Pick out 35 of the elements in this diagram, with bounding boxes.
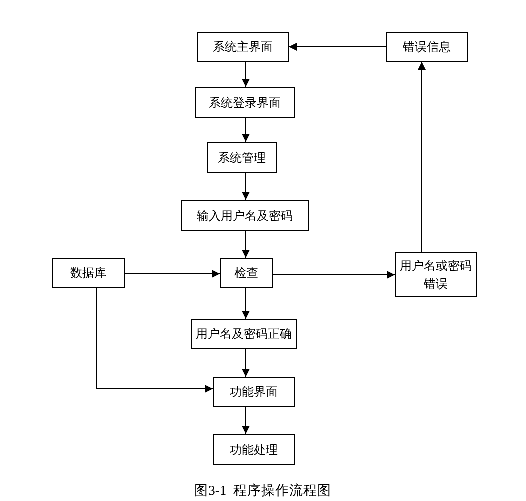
box-label: 错误信息 [402, 39, 452, 56]
box-label: 数据库 [70, 265, 108, 282]
process-box [213, 434, 295, 465]
arrow [242, 172, 250, 200]
box-label: 检查 [234, 265, 260, 282]
box-label: 功能处理 [229, 442, 279, 458]
arrow [242, 406, 250, 434]
arrow [124, 270, 220, 278]
process-box [207, 142, 277, 173]
arrow [242, 348, 250, 378]
arrow [288, 43, 386, 51]
arrow [242, 118, 250, 142]
arrow [272, 271, 396, 279]
box-label: 系统登录界面 [208, 94, 282, 112]
process-box [195, 87, 295, 118]
process-box [386, 32, 468, 62]
box-label: 用户名及密码正确 [195, 326, 293, 343]
box-label: 系统管理 [217, 150, 267, 166]
process-box [181, 200, 309, 231]
process-box [191, 319, 297, 349]
arrow [242, 230, 250, 258]
box-label: 功能界面 [229, 384, 279, 401]
figure-caption: 图3-1 程序操作流程图 [194, 483, 332, 498]
arrow [96, 288, 214, 393]
process-box [395, 252, 477, 297]
box-label: 输入用户名及密码 [196, 208, 294, 224]
arrow [242, 288, 250, 320]
process-box [52, 258, 125, 288]
box-label: 用户名或密码错误 [399, 258, 473, 292]
process-box [213, 377, 295, 407]
process-box [220, 258, 273, 288]
arrow [242, 62, 250, 88]
box-label: 系统主界面 [212, 39, 274, 56]
arrow [418, 62, 426, 252]
process-box [197, 32, 289, 62]
